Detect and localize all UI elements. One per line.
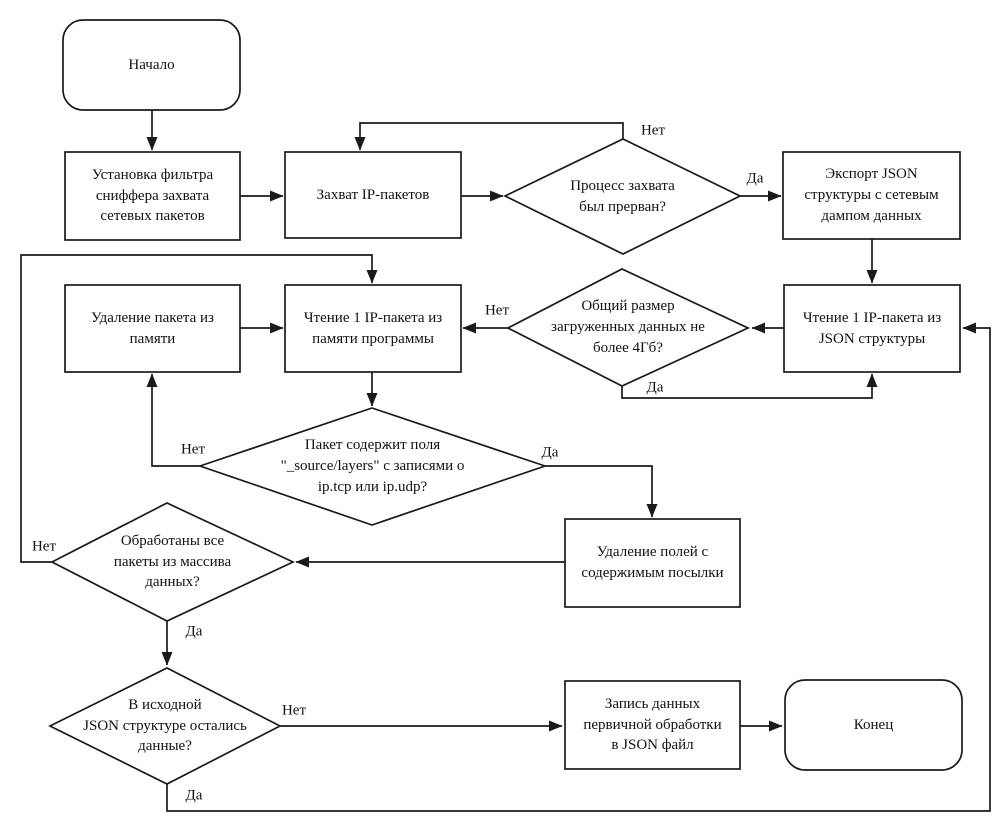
node-shapes (48, 19, 963, 785)
json-remaining-decision-shape (48, 667, 282, 785)
write-json-node-shape (564, 680, 741, 770)
all-processed-decision-shape (50, 502, 296, 622)
export-json-node-shape (782, 151, 961, 240)
edge-contains-no (146, 373, 200, 467)
delete-packet-node-shape (64, 284, 241, 373)
read-json-node-shape (783, 284, 961, 373)
start-node-shape (62, 19, 241, 111)
capture-node-shape (284, 151, 462, 239)
set-filter-node-shape (64, 151, 241, 241)
edge-remaining-yes-loop (166, 322, 991, 812)
delete-fields-node-shape (564, 518, 741, 608)
flow-edges (20, 110, 991, 812)
read-memory-node-shape (284, 284, 462, 373)
edge-contains-yes (545, 465, 658, 518)
edge-size-check-yes-loop (621, 373, 878, 399)
edge-interrupted-no-loop (354, 122, 624, 151)
edge-all-processed-no-loop (20, 254, 378, 563)
end-node-shape (784, 679, 963, 771)
size-check-decision-shape (506, 268, 751, 387)
interrupted-decision-shape (503, 138, 742, 255)
contains-fields-decision-shape (197, 407, 548, 526)
